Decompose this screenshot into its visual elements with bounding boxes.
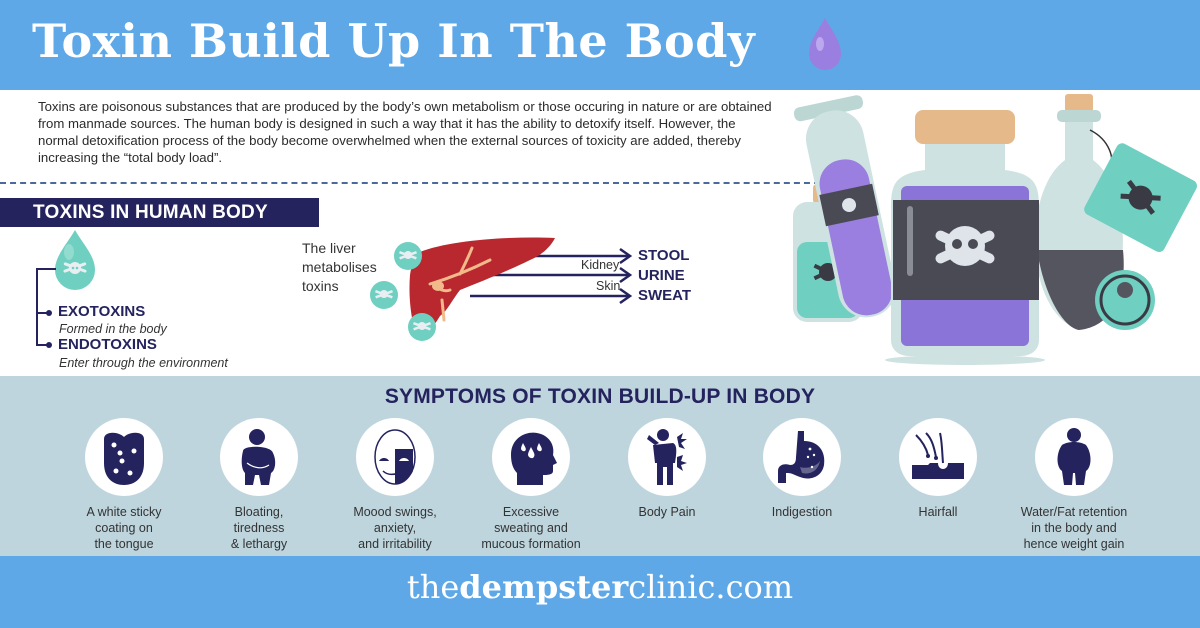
tree-line-branch-2 <box>36 344 48 346</box>
symptom-sweating: Excessive sweating and mucous formation <box>461 418 601 552</box>
symptom-label-line: in the body and <box>1031 521 1117 535</box>
route-label-kidney: Kidney <box>581 258 620 272</box>
footer-url-bold: dempster <box>459 568 629 606</box>
symptom-label: Hairfall <box>868 504 1008 520</box>
symptom-label: A white sticky coating on the tongue <box>54 504 194 552</box>
symptom-label-line: and irritability <box>358 537 432 551</box>
symptom-label-line: coating on <box>95 521 153 535</box>
symptom-label-line: hence weight gain <box>1023 537 1125 551</box>
symptom-icon-circle <box>763 418 841 496</box>
output-label-urine: URINE <box>638 267 685 284</box>
mask-icon <box>374 429 416 485</box>
symptom-label-line: tiredness <box>233 521 285 535</box>
symptom-label-line: Moood swings, <box>353 505 437 519</box>
symptom-label: Bloating, tiredness & lethargy <box>189 504 329 552</box>
symptom-body-pain: Body Pain <box>597 418 737 520</box>
obese-person-icon <box>1057 428 1091 485</box>
symptoms-title: SYMPTOMS OF TOXIN BUILD-UP IN BODY <box>384 385 816 408</box>
symptom-icon-circle <box>1035 418 1113 496</box>
output-label-sweat: SWEAT <box>638 287 692 304</box>
symptom-label-line: Hairfall <box>918 505 958 519</box>
symptom-icon-circle <box>220 418 298 496</box>
symptom-label-line: Bloating, <box>234 505 284 519</box>
hair-follicle-icon <box>912 432 964 479</box>
exotoxins-description: Formed in the body <box>59 322 167 336</box>
symptom-icon-circle <box>492 418 570 496</box>
endotoxins-description: Enter through the environment <box>59 356 228 370</box>
toxic-drop-icon <box>55 230 95 290</box>
bloating-person-icon <box>241 429 276 485</box>
exotoxins-label: EXOTOXINS <box>58 303 146 320</box>
footer-band <box>0 556 1200 628</box>
liver-caption: The liver metabolises toxins <box>302 239 377 296</box>
output-label-stool: STOOL <box>638 247 690 264</box>
stomach-icon <box>778 431 825 483</box>
symptom-label-line: Water/Fat retention <box>1020 505 1128 519</box>
intro-paragraph: Toxins are poisonous substances that are… <box>38 99 772 165</box>
liver-caption-line: metabolises <box>302 259 377 275</box>
symptom-tongue: A white sticky coating on the tongue <box>54 418 194 552</box>
symptom-mood-swings: Moood swings, anxiety, and irritability <box>325 418 465 552</box>
endotoxins-label: ENDOTOXINS <box>58 336 157 353</box>
symptom-indigestion: Indigestion <box>732 418 872 520</box>
symptom-label-line: the tongue <box>94 537 154 551</box>
dashed-divider <box>0 182 820 184</box>
footer-url-prefix: the <box>406 568 460 606</box>
symptoms-band <box>0 376 1200 556</box>
symptom-bloating: Bloating, tiredness & lethargy <box>189 418 329 552</box>
symptom-label-line: mucous formation <box>481 537 581 551</box>
header-band <box>0 0 1200 90</box>
symptom-label-line: & lethargy <box>230 537 288 551</box>
footer-url-suffix: clinic.com <box>628 568 794 606</box>
page-title: Toxin Build Up In The Body <box>32 14 756 68</box>
tree-line-top <box>36 268 56 270</box>
symptom-label-line: sweating and <box>494 521 568 535</box>
liver-caption-line: The liver <box>302 240 356 256</box>
bullet-dot <box>46 310 52 316</box>
poison-bottles-illustration <box>793 18 1197 365</box>
tongue-icon <box>104 432 144 485</box>
symptom-label: Moood swings, anxiety, and irritability <box>325 504 465 552</box>
symptom-label-line: Indigestion <box>771 505 833 519</box>
symptom-icon-circle <box>899 418 977 496</box>
symptom-label-line: anxiety, <box>373 521 417 535</box>
toxins-section-banner: TOXINS IN HUMAN BODY <box>0 198 319 227</box>
tree-line-branch-1 <box>36 312 48 314</box>
symptom-label: Body Pain <box>597 504 737 520</box>
symptom-label: Excessive sweating and mucous formation <box>461 504 601 552</box>
symptom-hairfall: Hairfall <box>868 418 1008 520</box>
symptom-icon-circle <box>85 418 163 496</box>
symptom-icon-circle <box>628 418 706 496</box>
symptom-label-line: A white sticky <box>86 505 162 519</box>
symptom-label: Indigestion <box>732 504 872 520</box>
symptom-icon-circle <box>356 418 434 496</box>
body-pain-icon <box>647 429 687 485</box>
symptom-label-line: Body Pain <box>638 505 696 519</box>
toxins-section-title: TOXINS IN HUMAN BODY <box>33 202 268 223</box>
symptom-label: Water/Fat retention in the body and henc… <box>1004 504 1144 552</box>
symptom-weight-gain: Water/Fat retention in the body and henc… <box>1004 418 1144 552</box>
symptom-label-line: Excessive <box>502 505 560 519</box>
bullet-dot <box>46 342 52 348</box>
liver-icon <box>370 237 633 341</box>
sweating-head-icon <box>511 432 557 485</box>
footer-website-link[interactable]: thedempsterclinic.com <box>0 568 1200 606</box>
tree-line-vertical <box>36 268 38 346</box>
liver-caption-line: toxins <box>302 278 339 294</box>
route-label-skin: Skin <box>596 279 621 293</box>
